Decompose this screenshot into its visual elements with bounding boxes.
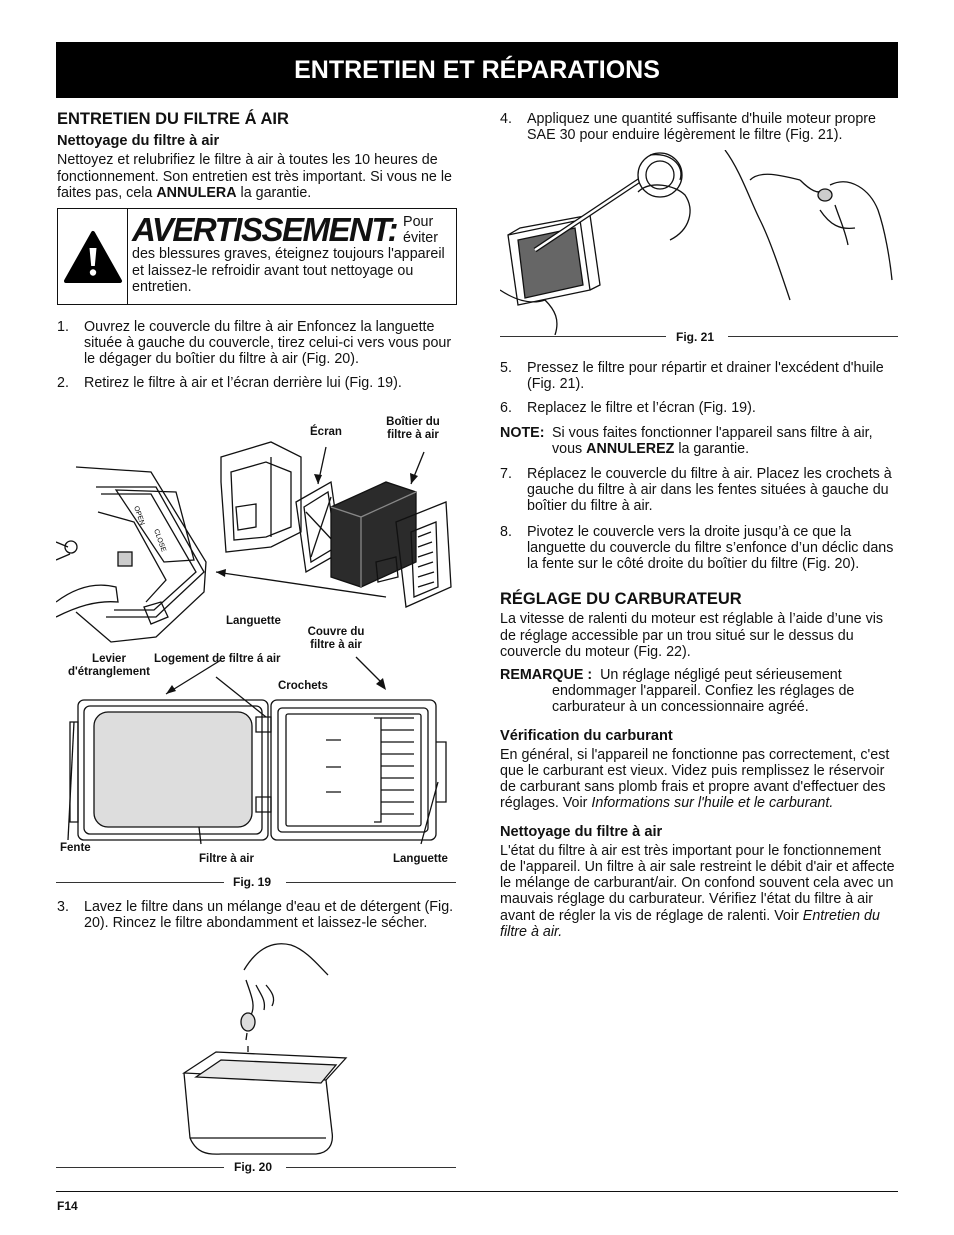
list-item: 5.Pressez le filtre pour répartir et dra… — [500, 360, 884, 393]
warning-icon-cell — [58, 209, 128, 305]
warning-triangle-icon — [63, 230, 122, 283]
list-item: 1.Ouvrez le couvercle du filtre à air En… — [57, 319, 452, 368]
caption-rule-right — [728, 336, 898, 337]
steps-list-right: 5.Pressez le filtre pour répartir et dra… — [500, 360, 900, 417]
section-title-air-filter: ENTRETIEN DU FILTRE Á AIR — [57, 110, 289, 128]
list-item: 4.Appliquez une quantité suffisante d'hu… — [500, 111, 877, 144]
page-title: ENTRETIEN ET RÉPARATIONS — [294, 55, 660, 84]
label-boitier: Boîtier du filtre à air — [386, 416, 440, 441]
label-couvre: Couvre du filtre à air — [307, 626, 365, 651]
caption-rule-right — [286, 882, 456, 883]
caption-rule-left — [56, 882, 224, 883]
figure-21: Fig. 21 — [500, 150, 898, 345]
label-ecran: Écran — [310, 426, 342, 438]
left-column: ENTRETIEN DU FILTRE Á AIR Nettoyage du f… — [57, 108, 457, 391]
label-logement: Logement de filtre á air — [154, 653, 281, 665]
fig21-caption: Fig. 21 — [676, 330, 715, 344]
fig19-caption: Fig. 19 — [233, 875, 272, 889]
label-filtre: Filtre à air — [199, 853, 254, 865]
switch-close-text: CLOSE — [152, 528, 167, 553]
subhead-fuel-check: Vérification du carburant — [500, 727, 673, 744]
step3-block: 3.Lavez le filtre dans un mélange d'eau … — [57, 899, 457, 931]
list-item: 6.Replacez le filtre et l’écran (Fig. 19… — [500, 400, 756, 417]
fuel-check-paragraph: En général, si l'appareil ne fonctionne … — [500, 746, 890, 812]
note-warranty: NOTE:Si vous faites fonctionner l'appare… — [500, 424, 873, 457]
warning-box: AVERTISSEMENT: Pour éviter des blessures… — [57, 208, 457, 306]
list-item: 8.Pivotez le couvercle vers la droite ju… — [500, 523, 894, 573]
section-banner: ENTRETIEN ET RÉPARATIONS — [56, 42, 898, 98]
label-crochets: Crochets — [278, 680, 328, 692]
figure-19: OPEN CLOSE Écran Boîtier du filtre à air… — [56, 412, 456, 892]
warning-title: AVERTISSEMENT: — [132, 211, 399, 249]
intro-paragraph: Nettoyez et relubrifiez le filtre à air … — [57, 152, 452, 201]
footer-rule — [56, 1191, 898, 1192]
carb-paragraph: La vitesse de ralenti du moteur est régl… — [500, 611, 884, 660]
fig19-illustration: OPEN CLOSE — [56, 441, 452, 845]
warning-text: Pour éviter des blessures graves, éteign… — [132, 214, 445, 295]
label-levier: Levier d'étranglement — [68, 653, 150, 678]
label-languette-bottom: Languette — [393, 853, 448, 865]
label-fente: Fente — [60, 842, 91, 854]
right-column-main: 5.Pressez le filtre pour répartir et dra… — [500, 360, 900, 940]
page-number: F14 — [57, 1199, 78, 1213]
list-item: 3.Lavez le filtre dans un mélange d'eau … — [57, 899, 454, 932]
steps-list-left: 1.Ouvrez le couvercle du filtre à air En… — [57, 319, 457, 391]
fig21-illustration — [500, 150, 893, 335]
section-title-carburetor: RÉGLAGE DU CARBURATEUR — [500, 590, 742, 609]
list-item: 7.Réplacez le couvercle du filtre à air.… — [500, 466, 892, 515]
label-languette-top: Languette — [226, 615, 281, 627]
list-item: 2.Retirez le filtre à air et l’écran der… — [57, 374, 402, 391]
remarque-paragraph: REMARQUE : Un réglage négligé peut série… — [500, 667, 855, 716]
caption-rule-left — [500, 336, 666, 337]
caption-rule-right — [286, 1167, 456, 1168]
figure-20: Fig. 20 — [56, 940, 456, 1174]
fig20-illustration — [181, 943, 348, 1155]
subhead-cleaning: Nettoyage du filtre à air — [57, 133, 220, 150]
filter-cleaning-paragraph: L'état du filtre à air est très importan… — [500, 842, 895, 940]
right-column-top: 4.Appliquez une quantité suffisante d'hu… — [500, 111, 900, 143]
fig20-caption: Fig. 20 — [234, 1160, 273, 1174]
subhead-filter-cleaning: Nettoyage du filtre à air — [500, 823, 663, 840]
caption-rule-left — [56, 1167, 224, 1168]
